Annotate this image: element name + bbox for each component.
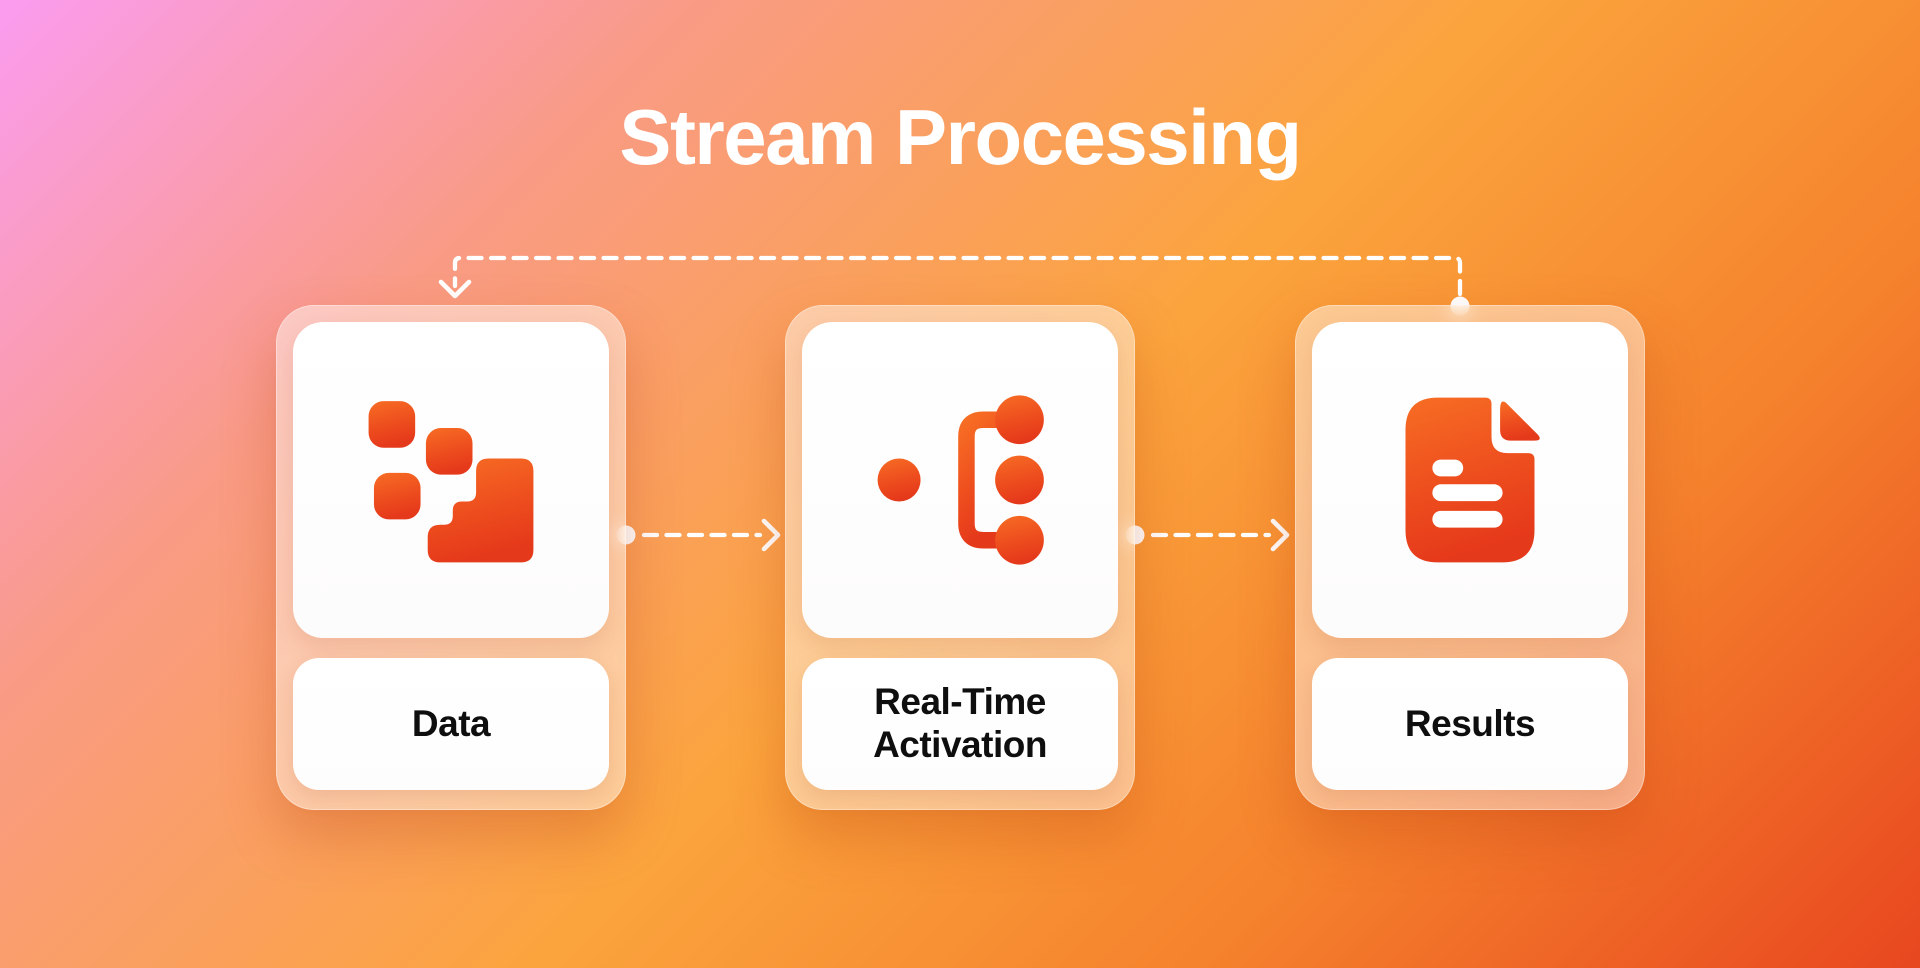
node-data: Data	[276, 305, 626, 810]
node-label: Real-Time Activation	[873, 681, 1047, 765]
connector-arrow-data-to-activation	[616, 518, 781, 552]
node-label: Data	[411, 702, 491, 744]
activation-label-card: Real-Time Activation	[802, 658, 1118, 790]
results-label-card: Results	[1312, 658, 1628, 790]
document-results-icon	[1405, 397, 1540, 563]
data-blocks-icon	[368, 401, 534, 563]
node-results: Results	[1295, 305, 1645, 810]
page-title: Stream Processing	[619, 93, 1302, 181]
branch-distribution-icon	[877, 395, 1044, 565]
arrowhead-right-icon	[761, 518, 781, 552]
node-label: Results	[1404, 702, 1536, 744]
data-icon-card	[293, 322, 609, 638]
arrowhead-right-icon	[1270, 518, 1290, 552]
data-label-card: Data	[293, 658, 609, 790]
node-real-time-activation: Real-Time Activation	[785, 305, 1135, 810]
results-icon-card	[1312, 322, 1628, 638]
activation-icon-card	[802, 322, 1118, 638]
connector-arrow-activation-to-results	[1125, 518, 1290, 552]
arrowhead-down-icon	[438, 279, 472, 299]
